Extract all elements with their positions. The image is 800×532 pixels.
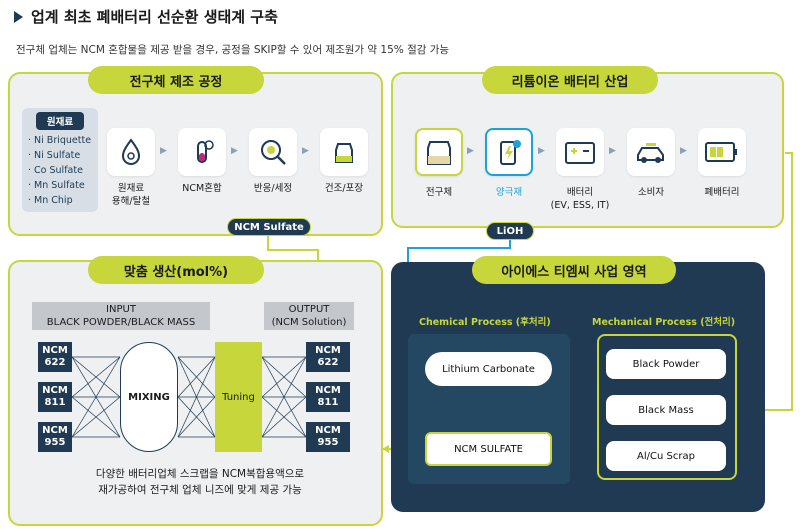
battery-icon xyxy=(556,128,604,176)
raw-material-title: 원재료 xyxy=(36,112,84,130)
raw-item: · Ni Sulfate xyxy=(28,150,81,161)
cathode-icon xyxy=(485,128,533,176)
black-mass-box: Black Mass xyxy=(606,395,726,425)
chevron-right-icon: ▶ xyxy=(538,146,545,156)
lioh-tag: LiOH xyxy=(486,222,534,240)
battery-title: 리튬이온 배터리 산업 xyxy=(482,66,658,94)
ist-title: 아이에스 티엠씨 사업 영역 xyxy=(472,256,676,284)
step-label: 소비자 xyxy=(637,187,665,198)
raw-item: · Ni Briquette xyxy=(28,135,92,146)
chevron-right-icon: ▶ xyxy=(231,146,238,156)
chevron-right-icon: ▶ xyxy=(160,146,167,156)
precursor-title: 전구체 제조 공정 xyxy=(88,66,264,94)
step-label: 배터리(EV, ESS, IT) xyxy=(550,187,610,211)
output-header: OUTPUT(NCM Solution) xyxy=(264,302,354,330)
triangle-bullet-icon xyxy=(14,10,23,23)
black-powder-box: Black Powder xyxy=(606,349,726,379)
tuning-node: Tuning xyxy=(215,342,262,452)
raw-material-box: 원재료 · Ni Briquette · Ni Sulfate · Co Sul… xyxy=(22,108,98,212)
test-tube-icon xyxy=(178,128,226,176)
mixing-node: MIXING xyxy=(120,342,178,452)
reaction-icon xyxy=(249,128,297,176)
mechanical-panel xyxy=(597,334,737,480)
chevron-right-icon: ▶ xyxy=(680,146,687,156)
package-icon xyxy=(320,128,368,176)
chevron-right-icon: ▶ xyxy=(302,146,309,156)
waste-battery-icon xyxy=(698,128,746,176)
page-subtitle: 전구체 업체는 NCM 혼합물을 제공 받을 경우, 공정을 SKIP할 수 있… xyxy=(16,44,450,56)
step-label: 양극재 xyxy=(495,187,523,198)
dissolve-icon xyxy=(107,128,155,176)
precursor-icon xyxy=(415,128,463,176)
car-icon xyxy=(627,128,675,176)
chevron-right-icon: ▶ xyxy=(609,146,616,156)
lithium-carbonate-box: Lithium Carbonate xyxy=(425,352,552,386)
step-label: 건조/포장 xyxy=(324,183,364,194)
custom-production-title: 맞춤 생산(mol%) xyxy=(88,256,264,284)
al-cu-scrap-box: Al/Cu Scrap xyxy=(606,441,726,471)
mechanical-title: Mechanical Process (전처리) xyxy=(592,317,736,328)
ncm-sulfate-tag: NCM Sulfate xyxy=(227,218,311,236)
raw-item: · Mn Chip xyxy=(28,195,73,206)
step-label: NCM혼합 xyxy=(182,183,222,194)
step-label: 폐배터리 xyxy=(704,187,740,198)
raw-item: · Mn Sulfate xyxy=(28,180,85,191)
ncm-sulfate-box: NCM SULFATE xyxy=(425,432,552,466)
raw-item: · Co Sulfate xyxy=(28,165,83,176)
page-title-text: 업계 최초 폐배터리 선순환 생태계 구축 xyxy=(31,8,278,26)
page-title: 업계 최초 폐배터리 선순환 생태계 구축 xyxy=(14,6,278,27)
chevron-right-icon: ▶ xyxy=(467,146,474,156)
chemical-title: Chemical Process (후처리) xyxy=(419,317,551,328)
step-label: 전구체 xyxy=(425,187,453,198)
step-label: 반응/세정 xyxy=(253,183,293,194)
